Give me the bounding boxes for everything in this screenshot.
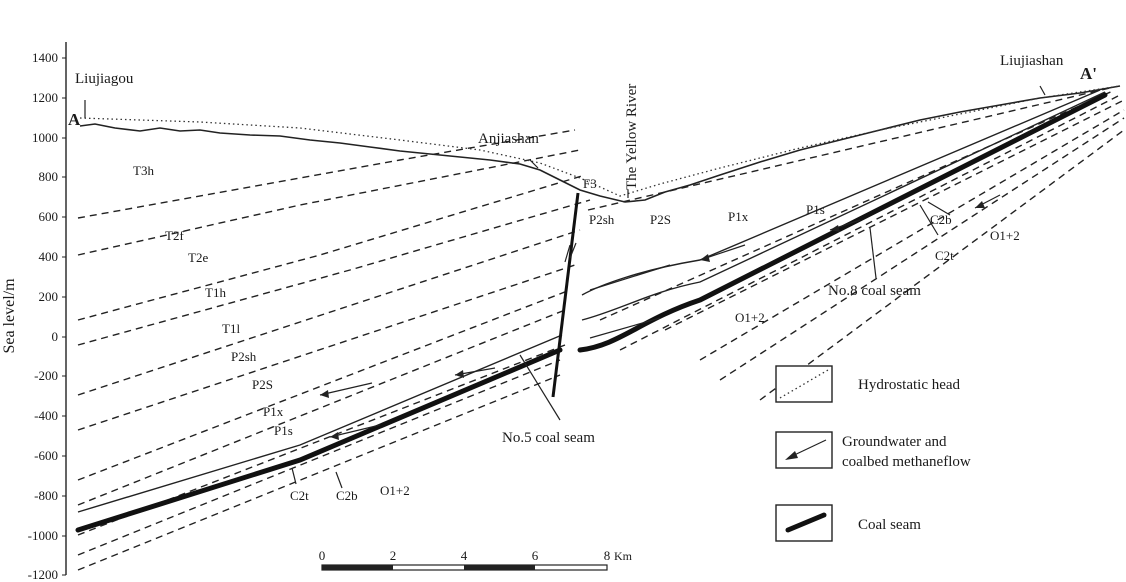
strata-label: T1l	[222, 321, 240, 336]
hydrostatic-head-line	[79, 85, 1121, 197]
coal-seam-no5	[75, 347, 563, 533]
strata-label: C2b	[336, 488, 358, 503]
strata-label: P2sh	[589, 212, 615, 227]
y-tick-label: -1000	[28, 528, 58, 543]
strata-label: C2t	[935, 248, 954, 263]
fault-f3	[551, 192, 580, 398]
strata-label: P1s	[806, 202, 825, 217]
strata-label: O1+2	[735, 310, 765, 325]
strata-label: O1+2	[380, 483, 410, 498]
y-tick-label: -1200	[28, 567, 58, 582]
legend-flow-label-2: coalbed methaneflow	[842, 454, 971, 470]
place-liujiashan: Liujiashan	[1000, 53, 1064, 69]
strata-label: P2S	[252, 377, 273, 392]
place-liujiagou: Liujiagou	[75, 71, 134, 87]
coal-seam-callouts: No.5 coal seam No.8 coal seam	[502, 283, 921, 446]
strata-label: P1s	[274, 423, 293, 438]
strata-label: T3h	[133, 163, 154, 178]
scale-bar: 0 2 4 6 8 Km	[319, 548, 633, 571]
place-anjiashan: Anjiashan	[478, 131, 539, 147]
flow-arrow	[319, 382, 373, 396]
flow-arrows	[319, 194, 1001, 440]
legend-hydrostatic-label: Hydrostatic head	[858, 377, 961, 393]
section-end-label: A'	[1080, 64, 1097, 83]
topographic-surface	[79, 85, 1121, 203]
legend-flow-label-1: Groundwater and	[842, 434, 947, 450]
legend: Hydrostatic head Groundwater and coalbed…	[775, 365, 971, 542]
scale-tick-label: 6	[532, 548, 539, 563]
y-tick-label: 1200	[32, 90, 58, 105]
fault-label: F3	[583, 176, 597, 191]
y-axis-title: Sea level/m	[1, 278, 18, 354]
scale-tick-label: 8	[604, 548, 611, 563]
y-tick-label: 400	[39, 249, 59, 264]
y-tick-label: 600	[39, 209, 59, 224]
coal-seam-no8	[577, 92, 1108, 353]
strata-label: T2f	[165, 228, 184, 243]
strata-label: C2b	[930, 212, 952, 227]
no8-seam-label: No.8 coal seam	[828, 283, 921, 299]
scale-tick-label: 2	[390, 548, 397, 563]
y-axis: 1400 1200 1000 800 600 400 200 0 -200 -4…	[1, 42, 67, 582]
strata-label: T1h	[205, 285, 226, 300]
place-yellow-river: The Yellow River	[624, 84, 640, 190]
no5-seam-label: No.5 coal seam	[502, 430, 595, 446]
strata-label: P1x	[263, 404, 284, 419]
legend-coal-label: Coal seam	[858, 517, 921, 533]
scale-unit: Km	[614, 549, 633, 563]
section-start-label: A	[68, 110, 81, 129]
coal-seams	[75, 89, 1108, 533]
scale-tick-label: 0	[319, 548, 326, 563]
y-tick-label: 1000	[32, 130, 58, 145]
strata-label: T2e	[188, 250, 208, 265]
y-tick-label: 200	[39, 289, 59, 304]
y-tick-label: -400	[34, 408, 58, 423]
y-tick-label: -800	[34, 488, 58, 503]
y-tick-label: -600	[34, 448, 58, 463]
y-tick-label: -200	[34, 368, 58, 383]
strata-label: C2t	[290, 488, 309, 503]
y-tick-label: 0	[52, 329, 59, 344]
strata-label: O1+2	[990, 228, 1020, 243]
y-tick-label: 800	[39, 169, 59, 184]
strata-labels: T3h T2f T2e T1h T1l P2sh P2S P1x P1s P2s…	[133, 163, 1020, 503]
strata-label: P2sh	[231, 349, 257, 364]
y-tick-label: 1400	[32, 50, 58, 65]
strata-label: P2S	[650, 212, 671, 227]
callout-pointers	[84, 85, 1046, 489]
strata-label: P1x	[728, 209, 749, 224]
flow-arrow	[589, 264, 671, 291]
scale-tick-label: 4	[461, 548, 468, 563]
flow-arrow	[589, 317, 661, 339]
place-labels: A A' Liujiagou Anjiashan Liujiashan The …	[68, 53, 1097, 191]
